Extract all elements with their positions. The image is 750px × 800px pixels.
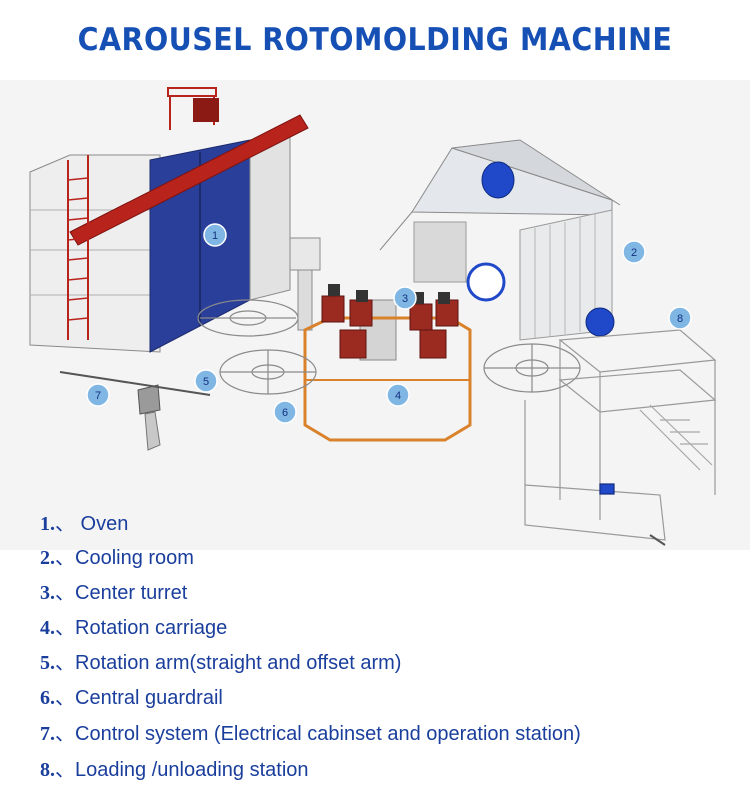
legend-number: 8. <box>40 759 55 781</box>
machine-illustration: 1 2 3 4 5 6 7 8 <box>0 80 750 550</box>
badge-3: 3 <box>393 286 417 310</box>
control-station <box>59 371 211 451</box>
legend-separator: 、 <box>55 513 75 535</box>
legend-separator: 、 <box>55 617 75 639</box>
legend-label: Center turret <box>75 582 188 604</box>
legend-number: 2. <box>40 547 55 569</box>
badge-4-label: 4 <box>395 390 401 402</box>
legend-item-center-turret: 3.、Center turret <box>40 576 187 605</box>
legend-label: Control system (Electrical cabinset and … <box>75 723 581 745</box>
legend-item-cooling-room: 2.、Cooling room <box>40 541 194 570</box>
legend-label: Central guardrail <box>75 687 223 709</box>
legend-separator: 、 <box>55 723 75 745</box>
legend-item-rotation-carriage: 4.、Rotation carriage <box>40 611 227 640</box>
badge-7-label: 7 <box>95 390 101 402</box>
badge-8-label: 8 <box>677 313 683 325</box>
legend-separator: 、 <box>55 759 75 781</box>
legend-item-oven: 1.、 Oven <box>40 507 128 536</box>
rotation-arm <box>197 299 581 395</box>
legend-item-central-guardrail: 6.、Central guardrail <box>40 681 223 710</box>
badge-6: 6 <box>273 400 297 424</box>
legend-number: 3. <box>40 582 55 604</box>
legend-separator: 、 <box>55 687 75 709</box>
legend-number: 6. <box>40 687 55 709</box>
legend-label: Cooling room <box>75 547 194 569</box>
legend-number: 5. <box>40 652 55 674</box>
legend-label: Oven <box>75 513 129 535</box>
badge-1-label: 1 <box>212 230 218 242</box>
badge-7: 7 <box>86 383 110 407</box>
badge-1: 1 <box>203 223 227 247</box>
legend-separator: 、 <box>55 652 75 674</box>
rotation-carriage <box>303 284 472 442</box>
legend-label: Rotation carriage <box>75 617 228 639</box>
badge-2-label: 2 <box>631 247 637 259</box>
badge-5-label: 5 <box>203 376 209 388</box>
legend-separator: 、 <box>55 547 75 569</box>
badge-4: 4 <box>386 383 410 407</box>
legend-item-control-system: 7.、Control system (Electrical cabinset a… <box>40 717 581 746</box>
badge-6-label: 6 <box>282 407 288 419</box>
legend-number: 7. <box>40 723 55 745</box>
page-title: CAROUSEL ROTOMOLDING MACHINE <box>77 22 673 58</box>
loading-station <box>524 329 717 546</box>
legend-label: Rotation arm(straight and offset arm) <box>75 652 402 674</box>
legend-label: Loading /unloading station <box>75 759 309 781</box>
badge-2: 2 <box>622 240 646 264</box>
badge-8: 8 <box>668 306 692 330</box>
badge-5: 5 <box>194 369 218 393</box>
legend-item-rotation-arm: 5.、Rotation arm(straight and offset arm) <box>40 646 401 675</box>
legend-item-loading-station: 8.、Loading /unloading station <box>40 753 309 782</box>
legend-separator: 、 <box>55 582 75 604</box>
cooling-room <box>379 139 621 341</box>
legend-number: 1. <box>40 513 55 535</box>
oven <box>29 87 309 353</box>
legend-number: 4. <box>40 617 55 639</box>
badge-3-label: 3 <box>402 293 408 305</box>
